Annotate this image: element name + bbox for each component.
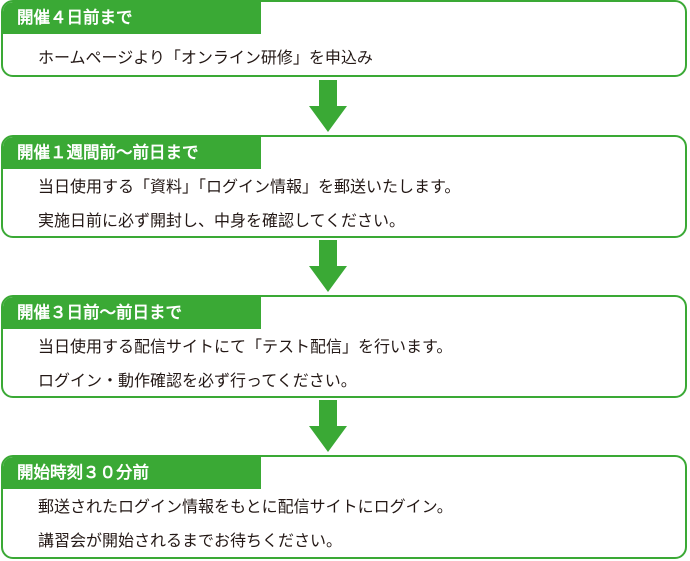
step-2-body: 当日使用する「資料」「ログイン情報」を郵送いたします。 実施日前に必ず開封し、中… [38,175,675,236]
step-box-2: 開催１週間前～前日まで 当日使用する「資料」「ログイン情報」を郵送いたします。 … [1,135,687,238]
step-4-line-1: 郵送されたログイン情報をもとに配信サイトにログイン。 [38,497,453,516]
step-1-body: ホームページより「オンライン研修」を申込み [38,46,675,75]
step-box-3: 開催３日前～前日まで 当日使用する配信サイトにて「テスト配信」を行います。 ログ… [1,295,687,398]
step-4-line-2: 講習会が開始されるまでお待ちください。 [38,531,343,550]
down-arrow-icon [309,240,347,292]
step-box-4: 開始時刻３０分前 郵送されたログイン情報をもとに配信サイトにログイン。 講習会が… [1,455,687,559]
step-4-body: 郵送されたログイン情報をもとに配信サイトにログイン。 講習会が開始されるまでお待… [38,495,675,557]
step-3-line-2: ログイン・動作確認を必ず行ってください。 [38,371,357,390]
step-box-1: 開催４日前まで ホームページより「オンライン研修」を申込み [1,0,687,77]
step-2-title: 開催１週間前～前日まで [3,137,261,169]
step-4-title: 開始時刻３０分前 [3,457,261,489]
step-1-title: 開催４日前まで [3,2,261,34]
step-3-body: 当日使用する配信サイトにて「テスト配信」を行います。 ログイン・動作確認を必ず行… [38,335,675,396]
down-arrow-icon [309,80,347,132]
step-1-line-1: ホームページより「オンライン研修」を申込み [38,48,373,67]
step-2-line-2: 実施日前に必ず開封し、中身を確認してください。 [38,211,406,230]
step-3-line-1: 当日使用する配信サイトにて「テスト配信」を行います。 [38,337,453,356]
step-2-line-1: 当日使用する「資料」「ログイン情報」を郵送いたします。 [38,177,461,196]
step-3-title: 開催３日前～前日まで [3,297,261,329]
down-arrow-icon [309,400,347,452]
